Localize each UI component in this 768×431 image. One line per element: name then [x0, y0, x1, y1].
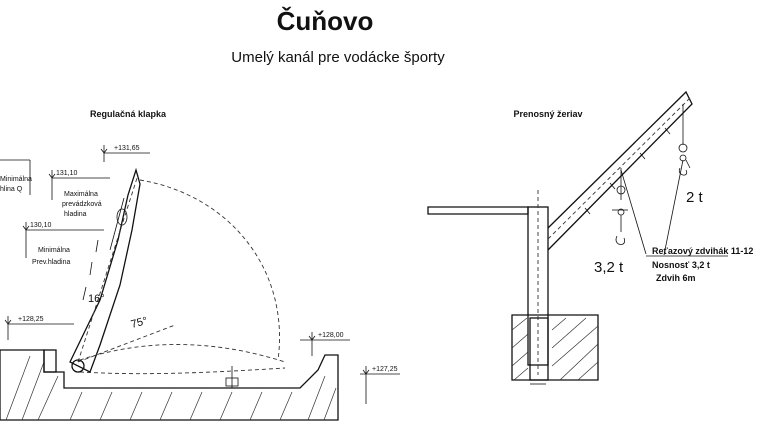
level-top-label: +131,65	[114, 145, 140, 152]
crane-foundation	[511, 314, 599, 381]
max-label-line3: hladina	[64, 211, 87, 218]
crane-mast	[527, 206, 549, 366]
level-marker-right: +128,00	[300, 332, 350, 356]
load-left-label: 3,2 t	[594, 259, 624, 276]
level-marker-max: 131,10 Maximálna prevádzková hladina	[48, 170, 110, 218]
concrete-hatch	[5, 355, 337, 421]
crane-jib	[547, 90, 693, 251]
hoist-left	[615, 168, 647, 255]
flap-swing-arc	[139, 179, 280, 361]
drawing-subtitle: Umelý kanál pre vodácke športy	[231, 49, 445, 66]
foundation-hatch	[511, 317, 599, 381]
max-label-line1: Maximálna	[64, 191, 98, 198]
edge-label-2: hlina Q	[0, 186, 23, 193]
portable-crane-drawing: Prenosný žeriav	[427, 90, 753, 385]
level-min-label: 130,10	[30, 222, 52, 229]
level-bottom-label: +127,25	[372, 366, 398, 373]
level-left-label: +128,25	[18, 316, 44, 323]
min-label-line1: Minimálna	[38, 247, 70, 254]
min-label-line2: Prev.hladina	[32, 259, 71, 266]
load-right-label: 2 t	[686, 189, 704, 206]
drawing-title: Čuňovo	[277, 6, 374, 36]
flap-body	[69, 167, 141, 373]
crane-note-hoist: Reťazový zdvihák 11-12	[652, 246, 753, 256]
crane-heading: Prenosný žeriav	[513, 109, 582, 119]
level-marker-bottom: +127,25	[360, 366, 400, 404]
regulating-flap-drawing: Regulačná klapka +131,65 Minimálna hlina…	[0, 109, 400, 421]
flap-hinge	[71, 359, 85, 373]
flap-heading: Regulačná klapka	[90, 109, 167, 119]
edge-label-1: Minimálna	[0, 176, 32, 183]
level-marker-min: 130,10 Minimálna Prev.hladina	[22, 222, 104, 266]
channel-concrete	[0, 349, 339, 421]
level-max-label: 131,10	[56, 170, 78, 177]
max-label-line2: prevádzková	[62, 201, 102, 208]
angle-75-label: 75°	[130, 315, 149, 331]
crane-note-capacity: Nosnosť 3,2 t	[652, 260, 710, 270]
level-marker-left: +128,25	[4, 316, 74, 340]
crane-note-lift: Zdvih 6m	[656, 273, 696, 283]
level-right-label: +128,00	[318, 332, 344, 339]
angle-16-label: 16°	[88, 293, 105, 305]
level-marker-top: +131,65	[100, 145, 150, 162]
crane-horizontal-arm	[427, 206, 529, 215]
hoist-right	[663, 104, 691, 256]
